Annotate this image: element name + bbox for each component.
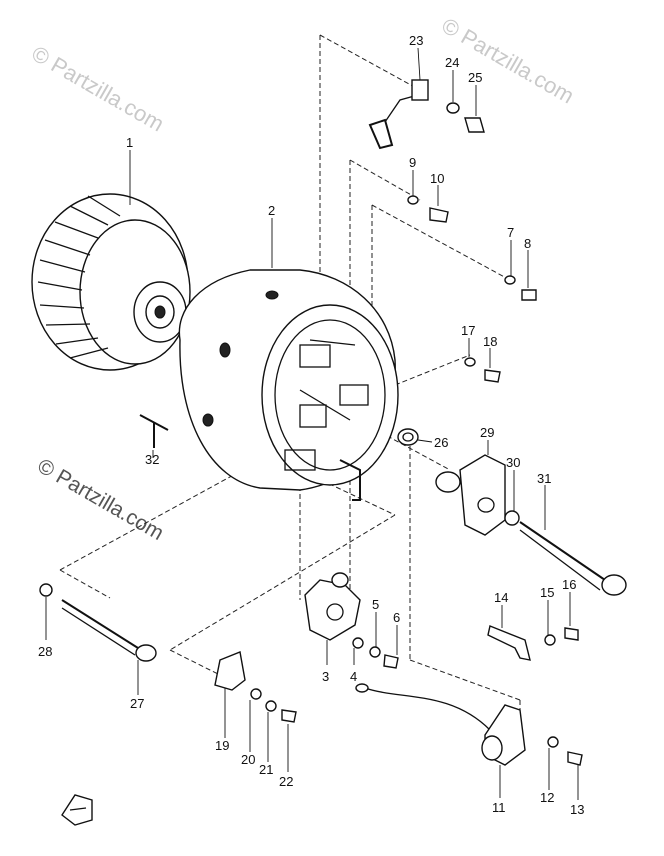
- callout-17: 17: [461, 323, 475, 338]
- callout-7: 7: [507, 225, 514, 240]
- callout-14: 14: [494, 590, 508, 605]
- callout-9: 9: [409, 155, 416, 170]
- callout-1: 1: [126, 135, 133, 150]
- callout-3: 3: [322, 669, 329, 684]
- callout-29: 29: [480, 425, 494, 440]
- watermark-top-left: © Partzilla.com: [28, 41, 169, 137]
- terminal-14-15-16: [487, 625, 579, 661]
- callout-4: 4: [350, 669, 357, 684]
- bolt-27: [39, 583, 157, 662]
- callout-6: 6: [393, 610, 400, 625]
- stator-housing: [178, 269, 399, 501]
- bracket-19-22: [214, 651, 297, 723]
- callout-28: 28: [38, 644, 52, 659]
- bolt-31: [504, 510, 627, 596]
- callout-24: 24: [445, 55, 459, 70]
- watermark-middle-left: © Partzilla.com: [34, 454, 168, 545]
- callout-22: 22: [279, 774, 293, 789]
- callout-11: 11: [492, 800, 506, 815]
- washer-screw-12-13: [547, 736, 583, 766]
- callout-21: 21: [259, 762, 273, 777]
- callout-18: 18: [483, 334, 497, 349]
- callout-25: 25: [468, 70, 482, 85]
- callout-23: 23: [409, 33, 423, 48]
- leader-lines: [45, 47, 579, 800]
- washer-screw-9-10: [407, 195, 449, 223]
- callout-31: 31: [537, 471, 551, 486]
- callout-26: 26: [434, 435, 448, 450]
- callout-5: 5: [372, 597, 379, 612]
- flywheel-rotor: [31, 193, 191, 371]
- lead-wire-clip: [368, 79, 485, 150]
- woodruff-key: [139, 414, 169, 448]
- assembly-guide-lines: [59, 34, 521, 710]
- callout-2: 2: [268, 203, 275, 218]
- callout-13: 13: [570, 802, 584, 817]
- callout-20: 20: [241, 752, 255, 767]
- washer-screw-7-8: [504, 275, 537, 301]
- callout-15: 15: [540, 585, 554, 600]
- callout-16: 16: [562, 577, 576, 592]
- callout-27: 27: [130, 696, 144, 711]
- washer-screw-17-18: [464, 357, 501, 383]
- callout-8: 8: [524, 236, 531, 251]
- callout-32: 32: [145, 452, 159, 467]
- arrow-front-icon: [61, 794, 93, 826]
- washers-screw-4-5-6: [352, 637, 399, 669]
- grommet: [397, 428, 419, 446]
- callout-12: 12: [540, 790, 554, 805]
- callout-30: 30: [506, 455, 520, 470]
- condenser-cover: [435, 454, 506, 536]
- callout-19: 19: [215, 738, 229, 753]
- condenser: [355, 683, 526, 766]
- callout-labels: 1 2 3 4 5 6 7 8 9 10 11 12 13 14 15 16 1…: [38, 33, 584, 817]
- contact-breaker: [304, 572, 361, 641]
- callout-10: 10: [430, 171, 444, 186]
